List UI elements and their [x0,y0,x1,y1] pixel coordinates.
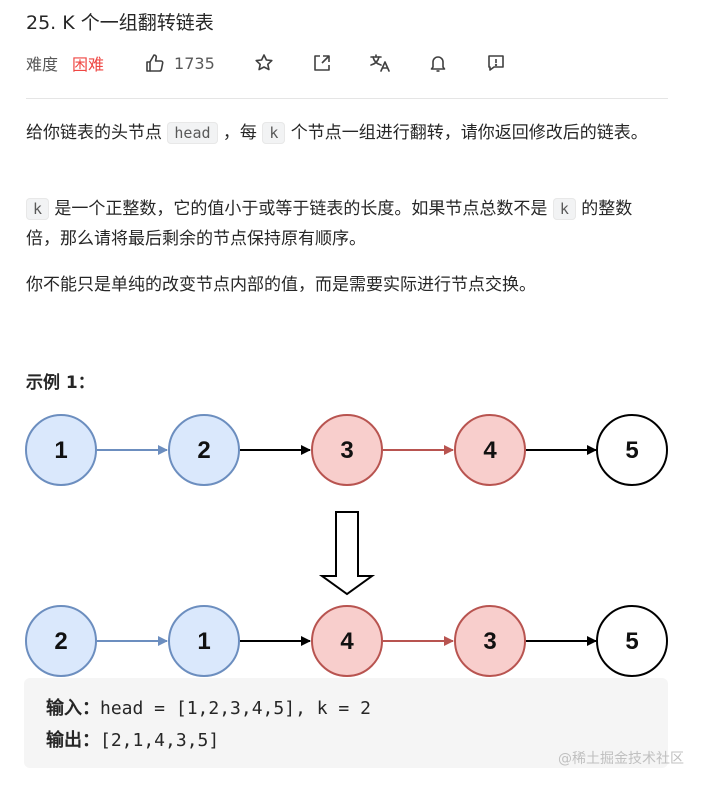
share-icon[interactable] [311,52,333,74]
node-label: 1 [197,628,210,655]
text-segment: 给你链表的头节点 [26,123,168,143]
node-label: 5 [625,628,638,655]
down-arrow-icon [318,511,376,596]
node-label: 4 [340,628,354,655]
thumbs-up-icon[interactable] [144,52,166,74]
node-after-2: 1 [168,605,240,677]
node-before-2: 2 [168,414,240,486]
example-title: 示例 1： [26,373,95,393]
bell-icon[interactable] [427,52,449,74]
input-label: 输入： [46,698,100,719]
node-before-1: 1 [25,414,97,486]
node-label: 2 [54,628,67,655]
node-before-5: 5 [596,414,668,486]
input-value: head = [1,2,3,4,5], k = 2 [100,698,371,719]
node-label: 5 [625,437,638,464]
star-icon[interactable] [253,52,275,74]
node-before-4: 4 [454,414,526,486]
text-segment: 的整数倍，那么请将最后剩余的节点保持原有顺序。 [26,199,633,249]
difficulty-value: 困难 [72,55,105,74]
description-paragraph-1: 给你链表的头节点 head ，每 k 个节点一组进行翻转，请你返回修改后的链表。 [26,118,666,148]
node-label: 4 [483,437,497,464]
problem-meta-bar: 难度 困难 1735 [26,50,666,76]
example-code-block: 输入：head = [1,2,3,4,5], k = 2 输出：[2,1,4,3… [24,678,668,768]
inline-code: k [552,198,576,220]
node-label: 3 [483,628,496,655]
node-label: 2 [197,437,210,464]
output-line: 输出：[2,1,4,3,5] [46,726,219,752]
node-label: 1 [54,437,67,464]
inline-code: k [26,198,50,220]
header-divider [26,98,668,99]
inline-code: head [167,122,218,144]
translate-icon[interactable] [369,52,391,74]
likes-count: 1735 [174,53,215,73]
output-label: 输出： [46,730,100,751]
inline-code: k [262,122,286,144]
text-segment: 个节点一组进行翻转，请你返回修改后的链表。 [285,123,648,143]
feedback-icon[interactable] [485,52,507,74]
difficulty-label: 难度 [26,55,59,74]
node-after-5: 5 [596,605,668,677]
input-line: 输入：head = [1,2,3,4,5], k = 2 [46,694,371,720]
node-after-1: 2 [25,605,97,677]
node-after-4: 3 [454,605,526,677]
linked-list-diagram: 1 2 3 4 5 2 1 4 3 5 [25,414,668,677]
output-value: [2,1,4,3,5] [100,730,220,751]
node-after-3: 4 [311,605,383,677]
node-label: 3 [340,437,353,464]
node-before-3: 3 [311,414,383,486]
text-segment: 是一个正整数，它的值小于或等于链表的长度。如果节点总数不是 [49,199,553,219]
problem-title: 25. K 个一组翻转链表 [26,12,214,34]
watermark: @稀土掘金技术社区 [558,751,684,767]
description-paragraph-2: k 是一个正整数，它的值小于或等于链表的长度。如果节点总数不是 k 的整数倍，那… [26,194,666,254]
text-segment: ，每 [217,123,263,143]
description-paragraph-3: 你不能只是单纯的改变节点内部的值，而是需要实际进行节点交换。 [26,275,536,295]
